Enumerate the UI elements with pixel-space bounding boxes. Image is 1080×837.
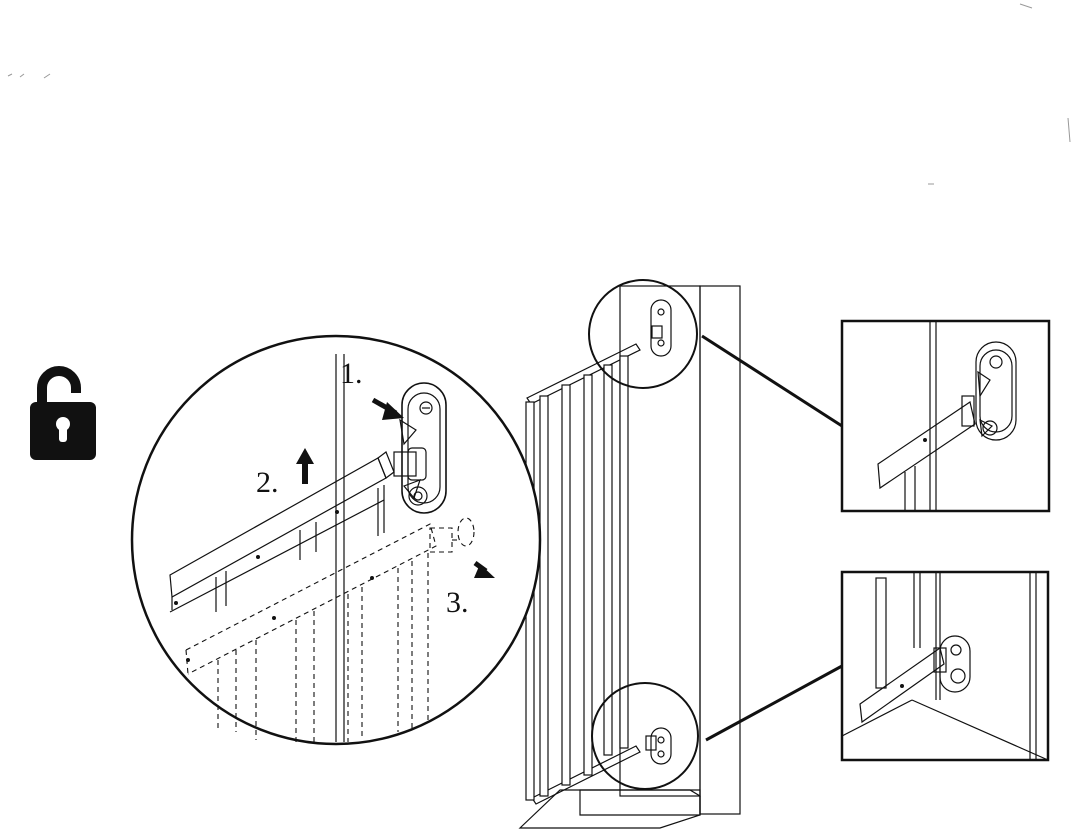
arrow-up-icon <box>296 448 314 484</box>
arrow-right-down-icon <box>473 560 495 578</box>
stray-marks <box>7 3 1071 185</box>
leader-line-top <box>701 334 843 428</box>
gate-panel <box>525 343 641 805</box>
arrow-right-down-icon <box>371 397 404 420</box>
zoom-detail <box>130 334 542 746</box>
inset-bottom <box>840 570 1050 762</box>
step-2-label: 2. <box>256 466 279 499</box>
wall-mount-top <box>650 299 672 357</box>
step-1-label: 1. <box>340 357 363 390</box>
unlock-icon <box>30 366 96 460</box>
leader-line-bottom <box>705 664 843 742</box>
door-frame <box>518 285 741 829</box>
inset-top <box>840 319 1051 513</box>
detail-circle-bottom <box>591 682 699 790</box>
detail-circle-top <box>588 279 698 389</box>
wall-mount-bottom <box>645 727 672 765</box>
step-3-label: 3. <box>446 586 469 619</box>
